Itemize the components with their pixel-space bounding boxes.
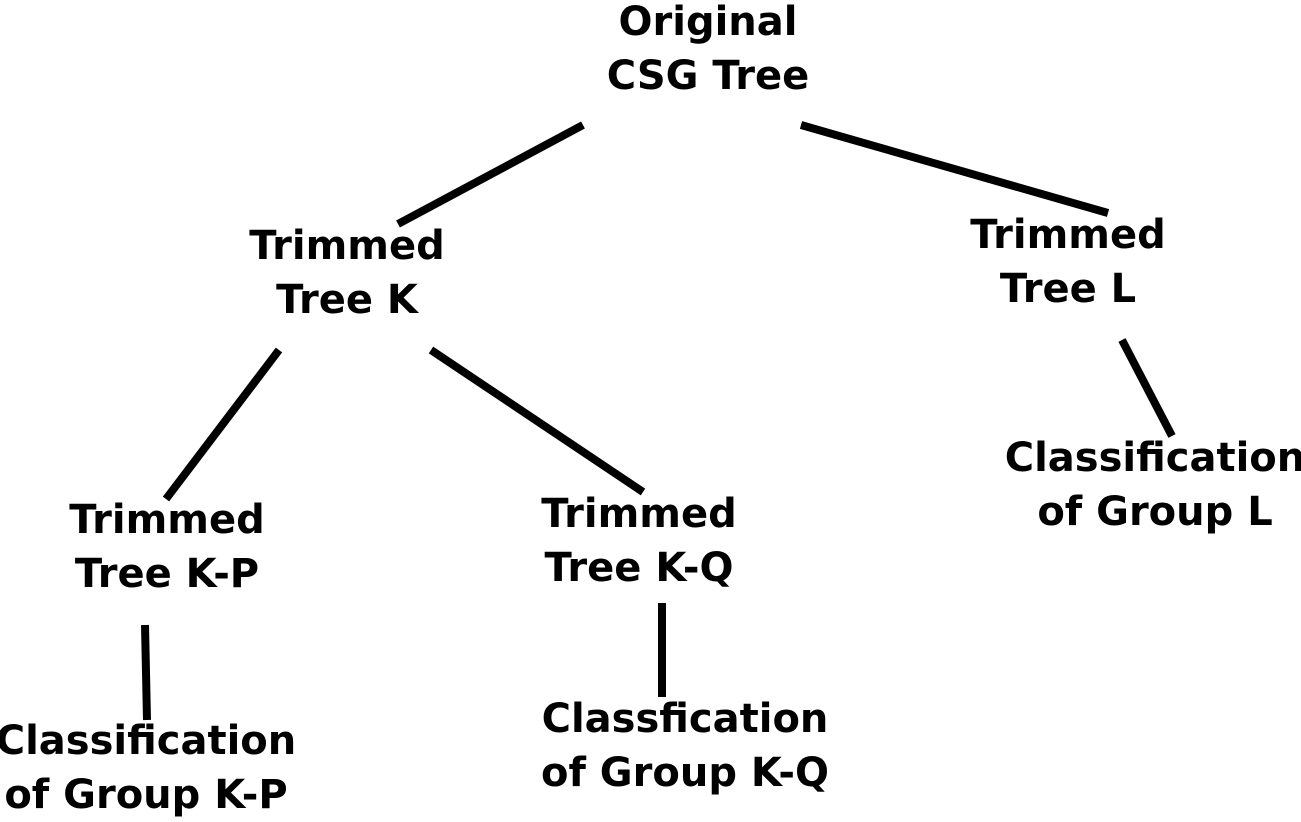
edge-root-to-l: [799, 121, 1110, 217]
node-trimmed-tree-l: Trimmed Tree L: [970, 208, 1165, 316]
node-label-line: of Group L: [1037, 489, 1273, 535]
node-label-line: Trimmed: [249, 223, 445, 269]
edge-k-to-kq: [428, 346, 646, 496]
node-label-line: Classfication: [541, 696, 829, 742]
node-label-line: Tree L: [999, 266, 1137, 312]
node-original-csg-tree: Original CSG Tree: [607, 0, 810, 103]
node-label-line: CSG Tree: [606, 53, 810, 99]
node-label-line: of Group K-Q: [540, 750, 830, 796]
node-classification-group-kp: Classification of Group K-P: [0, 714, 296, 822]
node-label-line: Trimmed: [69, 497, 265, 543]
node-label-line: Tree K-P: [74, 551, 260, 597]
node-trimmed-tree-kq: Trimmed Tree K-Q: [541, 487, 736, 595]
edge-root-to-k: [396, 121, 585, 228]
edge-l-to-class-l: [1118, 338, 1176, 438]
node-label-line: Tree K-Q: [544, 545, 734, 591]
node-label-line: Trimmed: [970, 212, 1166, 258]
node-classification-group-kq: Classfication of Group K-Q: [541, 692, 829, 800]
node-classification-group-l: Classification of Group L: [1005, 431, 1301, 539]
node-trimmed-tree-k: Trimmed Tree K: [249, 219, 444, 327]
node-trimmed-tree-kp: Trimmed Tree K-P: [69, 493, 264, 601]
node-label-line: Classification: [1004, 435, 1301, 481]
edge-k-to-kp: [162, 347, 283, 502]
node-label-line: Classification: [0, 718, 297, 764]
node-label-line: Tree K: [276, 277, 418, 323]
edge-kp-to-class-kp: [141, 624, 151, 721]
node-label-line: Original: [618, 0, 798, 45]
node-label-line: of Group K-P: [4, 772, 288, 818]
node-label-line: Trimmed: [541, 491, 737, 537]
